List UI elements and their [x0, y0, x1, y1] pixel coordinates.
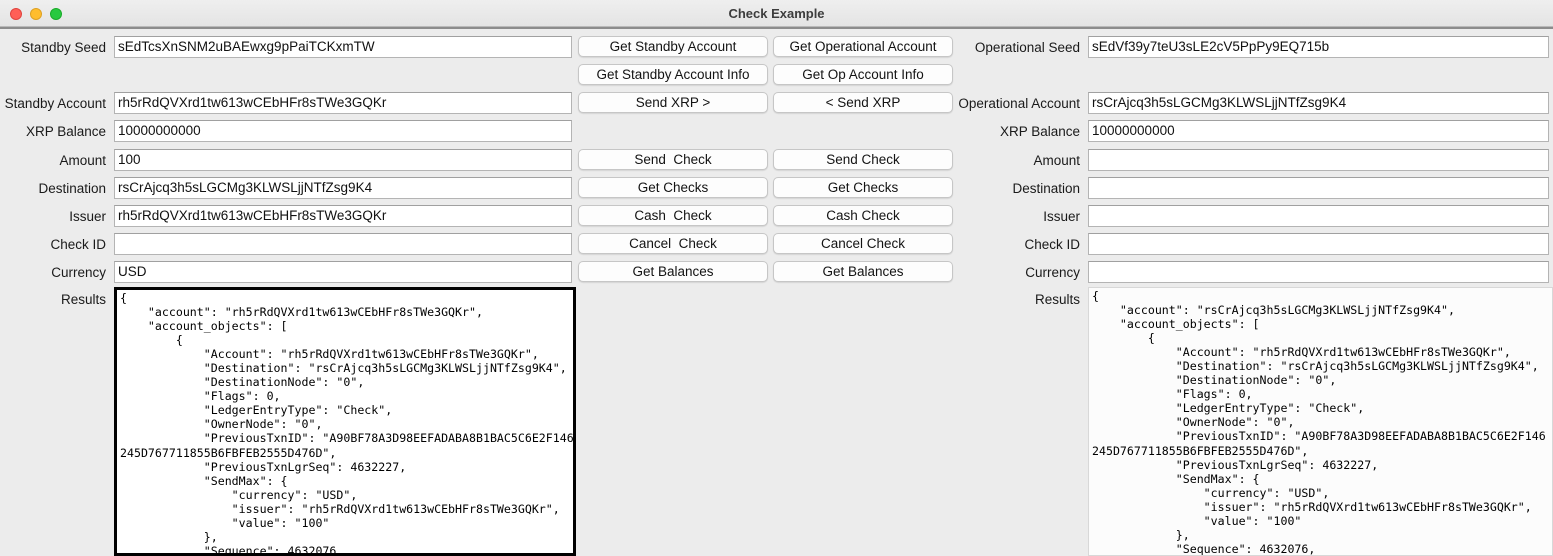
send-xrp-left-button[interactable]: < Send XRP [773, 92, 953, 113]
send-xrp-right-button[interactable]: Send XRP > [578, 92, 768, 113]
operational-checkid-input[interactable] [1088, 233, 1549, 255]
standby-amount-label: Amount [59, 153, 106, 168]
operational-destination-label: Destination [1012, 181, 1080, 196]
operational-seed-input[interactable]: sEdVf39y7teU3sLE2cV5PpPy9EQ715b [1088, 36, 1549, 58]
operational-issuer-label: Issuer [1043, 209, 1080, 224]
operational-get-balances-button[interactable]: Get Balances [773, 261, 953, 282]
main-pane: Standby Seed Standby Account XRP Balance… [0, 27, 1553, 556]
operational-currency-input[interactable] [1088, 261, 1549, 283]
operational-amount-input[interactable] [1088, 149, 1549, 171]
standby-get-checks-button[interactable]: Get Checks [578, 177, 768, 198]
standby-issuer-input[interactable]: rh5rRdQVXrd1tw613wCEbHFr8sTWe3GQKr [114, 205, 572, 227]
minimize-button[interactable] [30, 8, 42, 20]
standby-cancel-check-button[interactable]: Cancel Check [578, 233, 768, 254]
operational-cash-check-button[interactable]: Cash Check [773, 205, 953, 226]
standby-checkid-input[interactable] [114, 233, 572, 255]
standby-cash-check-button[interactable]: Cash Check [578, 205, 768, 226]
operational-results-label: Results [1034, 292, 1080, 307]
standby-seed-input[interactable]: sEdTcsXnSNM2uBAEwxg9pPaiTCKxmTW [114, 36, 572, 58]
standby-currency-input[interactable]: USD [114, 261, 572, 283]
standby-destination-label: Destination [38, 181, 106, 196]
standby-currency-label: Currency [51, 265, 106, 280]
standby-checkid-label: Check ID [50, 237, 106, 252]
standby-destination-input[interactable]: rsCrAjcq3h5sLGCMg3KLWSLjjNTfZsg9K4 [114, 177, 572, 199]
standby-send-check-button[interactable]: Send Check [578, 149, 768, 170]
standby-amount-input[interactable]: 100 [114, 149, 572, 171]
operational-account-label: Operational Account [958, 96, 1080, 111]
operational-issuer-input[interactable] [1088, 205, 1549, 227]
get-standby-account-info-button[interactable]: Get Standby Account Info [578, 64, 768, 85]
operational-destination-input[interactable] [1088, 177, 1549, 199]
window-titlebar: Check Example [0, 0, 1553, 27]
standby-seed-label: Standby Seed [21, 40, 106, 55]
standby-account-label: Standby Account [4, 96, 106, 111]
operational-send-check-button[interactable]: Send Check [773, 149, 953, 170]
get-op-account-info-button[interactable]: Get Op Account Info [773, 64, 953, 85]
window-title: Check Example [728, 6, 825, 21]
standby-results-textarea[interactable]: { "account": "rh5rRdQVXrd1tw613wCEbHFr8s… [114, 287, 576, 556]
operational-amount-label: Amount [1033, 153, 1080, 168]
zoom-button[interactable] [50, 8, 62, 20]
close-button[interactable] [10, 8, 22, 20]
operational-account-input[interactable]: rsCrAjcq3h5sLGCMg3KLWSLjjNTfZsg9K4 [1088, 92, 1549, 114]
operational-seed-label: Operational Seed [974, 40, 1080, 55]
standby-balance-input[interactable]: 10000000000 [114, 120, 572, 142]
get-standby-account-button[interactable]: Get Standby Account [578, 36, 768, 57]
operational-balance-input[interactable]: 10000000000 [1088, 120, 1549, 142]
standby-results-label: Results [60, 292, 106, 307]
window-controls[interactable] [10, 8, 62, 20]
standby-issuer-label: Issuer [69, 209, 106, 224]
operational-balance-label: XRP Balance [999, 124, 1080, 139]
operational-checkid-label: Check ID [1024, 237, 1080, 252]
standby-account-input[interactable]: rh5rRdQVXrd1tw613wCEbHFr8sTWe3GQKr [114, 92, 572, 114]
get-operational-account-button[interactable]: Get Operational Account [773, 36, 953, 57]
operational-results-textarea[interactable]: { "account": "rsCrAjcq3h5sLGCMg3KLWSLjjN… [1088, 287, 1553, 556]
operational-cancel-check-button[interactable]: Cancel Check [773, 233, 953, 254]
standby-get-balances-button[interactable]: Get Balances [578, 261, 768, 282]
standby-balance-label: XRP Balance [25, 124, 106, 139]
operational-get-checks-button[interactable]: Get Checks [773, 177, 953, 198]
operational-currency-label: Currency [1025, 265, 1080, 280]
